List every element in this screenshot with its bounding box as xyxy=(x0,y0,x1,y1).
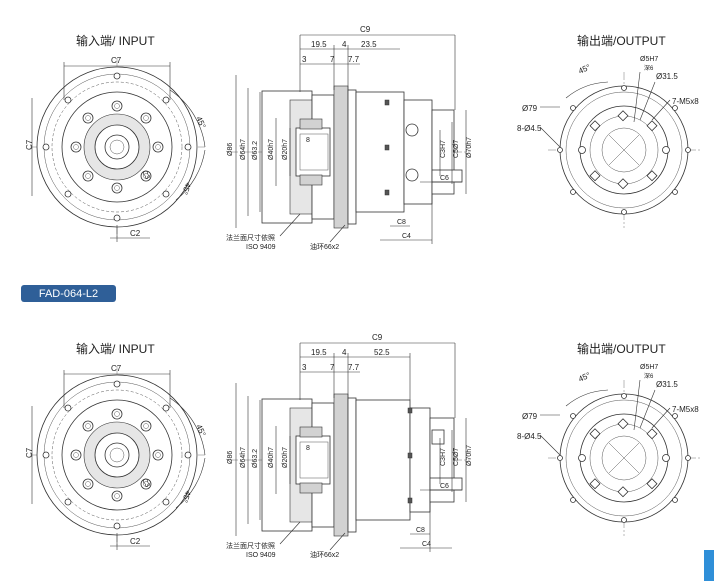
top-output-angle: 45° xyxy=(577,63,592,76)
top-input-c7-side: C7 xyxy=(25,139,34,150)
top-output-phi5: Ø5H7 xyxy=(640,56,658,63)
top-note-flange: 法兰面尺寸依照 xyxy=(226,233,275,242)
top-note-iso: ISO 9409 xyxy=(246,244,276,251)
output-view-title: 输出端/OUTPUT xyxy=(577,34,666,48)
top-output-depth: 深6 xyxy=(644,64,654,72)
top-output-phi79: Ø79 xyxy=(522,104,538,113)
bottom-input-end-view: C7 C7 45° 45° C2 C3 xyxy=(25,364,207,550)
top-side-d3: 23.5 xyxy=(361,40,377,49)
top-side-c5: C5Ø7 xyxy=(453,140,460,158)
bottom-drawing-set: C7 C7 45° 45° C2 C3 8 xyxy=(25,333,700,559)
top-output-holes8: 8-Ø4.5 xyxy=(517,124,542,133)
top-note-oring: 油环66x2 xyxy=(310,242,339,251)
bottom-output-phi31: Ø31.5 xyxy=(656,380,678,389)
bottom-input-c7-top: C7 xyxy=(111,364,122,373)
bottom-side-d3: 52.5 xyxy=(374,348,390,357)
bottom-note-iso: ISO 9409 xyxy=(246,552,276,559)
bottom-side-phi20: Ø20h7 xyxy=(282,447,289,468)
top-drawing-set: C7 C7 45° 45° C2 C3 xyxy=(25,25,700,251)
output-view-title-2: 输出端/OUTPUT xyxy=(577,342,666,356)
bottom-side-c5: C5Ø7 xyxy=(453,448,460,466)
bottom-note-flange: 法兰面尺寸依照 xyxy=(226,541,275,550)
bottom-output-end-view: 45° Ø5H7 深6 Ø31.5 Ø79 8-Ø4.5 7-M5x8 xyxy=(517,364,700,536)
bottom-side-phi64: Ø64h7 xyxy=(240,447,247,468)
model-tag: FAD-064-L2 xyxy=(21,285,116,302)
top-side-d5: 7 xyxy=(330,55,335,64)
bottom-side-d6: 7.7 xyxy=(348,363,360,372)
bottom-side-d4: 3 xyxy=(302,363,307,372)
bottom-side-c6: C6 xyxy=(440,483,449,490)
bottom-input-c3: C3 xyxy=(140,478,151,489)
bottom-output-phi79: Ø79 xyxy=(522,412,538,421)
bottom-side-phi70: Ø70h7 xyxy=(466,445,473,466)
top-side-d8: 8 xyxy=(306,137,310,144)
top-side-phi20: Ø20h7 xyxy=(282,139,289,160)
bottom-input-angle1: 45° xyxy=(194,423,207,438)
bottom-side-phi86: Ø86 xyxy=(227,451,234,464)
top-side-d4: 3 xyxy=(302,55,307,64)
top-side-d2: 4 xyxy=(342,40,347,49)
bottom-side-phi63: Ø63.2 xyxy=(252,449,259,468)
bottom-side-view: 8 C9 19.5 4 52.5 3 7 7.7 xyxy=(226,333,473,559)
top-output-holes7: 7-M5x8 xyxy=(672,97,699,106)
bottom-output-depth: 深6 xyxy=(644,372,654,380)
top-side-c9: C9 xyxy=(360,25,371,34)
bottom-output-phi5: Ø5H7 xyxy=(640,364,658,371)
input-view-title: 输入端/ INPUT xyxy=(76,34,155,48)
input-view-title-2: 输入端/ INPUT xyxy=(76,342,155,356)
bottom-side-d8: 8 xyxy=(306,445,310,452)
top-side-phi63: Ø63.2 xyxy=(252,141,259,160)
bottom-side-phi40: Ø40h7 xyxy=(268,447,275,468)
top-side-phi40: Ø40h7 xyxy=(268,139,275,160)
top-input-c3: C3 xyxy=(140,170,151,181)
bottom-side-d2: 4 xyxy=(342,348,347,357)
top-side-phi86: Ø86 xyxy=(227,143,234,156)
bottom-side-c3h7: C3H7 xyxy=(440,448,447,466)
bottom-side-d5: 7 xyxy=(330,363,335,372)
top-side-view: 8 C9 19.5 4 23.5 3 7 7.7 xyxy=(226,25,473,251)
bottom-input-c7-side: C7 xyxy=(25,447,34,458)
bottom-output-holes8: 8-Ø4.5 xyxy=(517,432,542,441)
top-side-c6: C6 xyxy=(440,175,449,182)
bottom-side-c8: C8 xyxy=(416,527,425,534)
top-side-c3h7: C3H7 xyxy=(440,140,447,158)
bottom-side-c4: C4 xyxy=(422,541,431,548)
bottom-input-angle2: 45° xyxy=(180,489,193,503)
top-side-phi64: Ø64h7 xyxy=(240,139,247,160)
top-side-c4: C4 xyxy=(402,233,411,240)
top-input-angle1: 45° xyxy=(194,115,207,130)
bottom-side-c9: C9 xyxy=(372,333,383,342)
top-side-phi70: Ø70h7 xyxy=(466,137,473,158)
top-output-phi31: Ø31.5 xyxy=(656,72,678,81)
bottom-output-holes7: 7-M5x8 xyxy=(672,405,699,414)
bottom-input-c2: C2 xyxy=(130,537,141,546)
bottom-output-angle: 45° xyxy=(577,371,592,384)
bottom-side-d1: 19.5 xyxy=(311,348,327,357)
top-side-c8: C8 xyxy=(397,219,406,226)
top-input-c7-top: C7 xyxy=(111,56,122,65)
top-input-end-view: C7 C7 45° 45° C2 C3 xyxy=(25,56,207,242)
top-input-angle2: 45° xyxy=(180,181,193,195)
top-side-d1: 19.5 xyxy=(311,40,327,49)
bottom-note-oring: 油环66x2 xyxy=(310,550,339,559)
top-input-c2: C2 xyxy=(130,229,141,238)
top-output-end-view: 45° Ø5H7 深6 Ø31.5 Ø79 8-Ø4.5 7-M5x8 xyxy=(517,56,700,228)
floating-side-tab[interactable] xyxy=(704,550,714,581)
top-side-d6: 7.7 xyxy=(348,55,360,64)
